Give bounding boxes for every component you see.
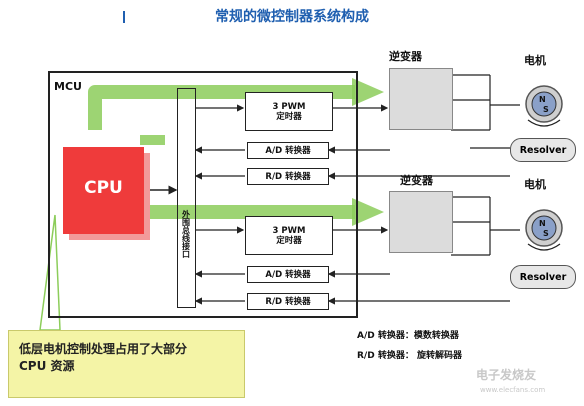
rd-converter-2: R/D 转换器 <box>247 293 329 310</box>
motor-1-icon: N S <box>525 85 563 127</box>
inverter-1-label: 逆变器 <box>389 50 422 63</box>
legend-ad: A/D 转换器：模数转换器 <box>357 331 459 341</box>
resolver-1: Resolver <box>510 138 576 162</box>
resolver-2: Resolver <box>510 265 576 289</box>
mcu-box <box>48 71 358 318</box>
motor-2-icon: N S <box>525 209 563 251</box>
page-title: 常规的微控制器系统构成 <box>215 9 369 25</box>
callout-note-line2: CPU 资源 <box>19 359 75 373</box>
svg-text:N: N <box>539 219 546 228</box>
watermark-url: www.elecfans.com <box>480 386 546 394</box>
watermark-logo: 电子发烧友 <box>476 368 537 382</box>
svg-text:S: S <box>543 229 549 238</box>
peripheral-bus <box>177 88 196 308</box>
svg-text:S: S <box>543 105 549 114</box>
title-accent-bar <box>123 11 125 23</box>
motor-2-label: 电机 <box>524 178 546 191</box>
inverter-1 <box>389 68 453 130</box>
inverter-2-label: 逆变器 <box>400 174 433 187</box>
callout-note-line1: 低层电机控制处理占用了大部分 <box>19 342 188 356</box>
legend-rd: R/D 转换器： 旋转解码器 <box>357 351 462 361</box>
rd-converter-1: R/D 转换器 <box>247 168 329 185</box>
inverter-2 <box>389 191 453 253</box>
ad-converter-1: A/D 转换器 <box>247 142 329 159</box>
peripheral-bus-label: 外围总线接口 <box>181 210 191 258</box>
cpu-label: CPU <box>84 178 123 198</box>
mcu-label: MCU <box>54 80 82 93</box>
svg-text:N: N <box>539 95 546 104</box>
cpu-block <box>63 147 144 234</box>
ad-converter-2: A/D 转换器 <box>247 266 329 283</box>
callout-note: 低层电机控制处理占用了大部分 CPU 资源 <box>8 330 245 398</box>
motor-1-label: 电机 <box>524 54 546 67</box>
